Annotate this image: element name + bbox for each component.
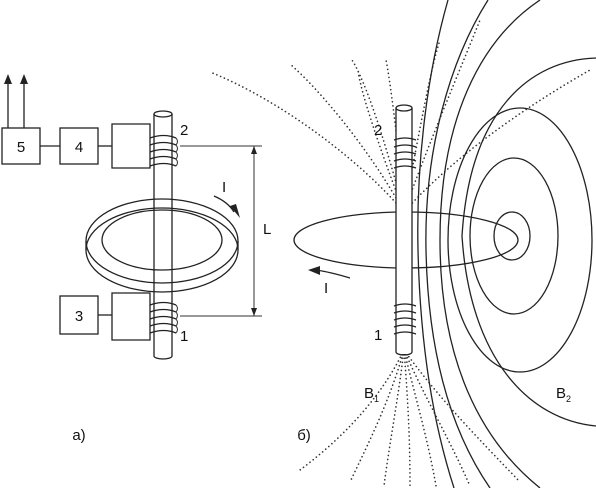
top-coil-housing (111, 123, 151, 169)
ring-conductor (85, 198, 239, 293)
panel-a: 5 4 3 (1, 74, 271, 444)
output-arrows (4, 74, 28, 128)
svg-text:B2: B2 (556, 385, 571, 404)
b2-label: B2 (556, 385, 571, 404)
length-label: L (263, 221, 271, 238)
bottom-coil-label-b: 1 (374, 327, 382, 344)
top-coil-winding (149, 134, 178, 167)
svg-text:B1: B1 (364, 385, 379, 404)
b2-letter: B (556, 385, 566, 402)
block-5-label: 5 (17, 139, 25, 156)
bottom-coil-winding-b (393, 303, 417, 335)
block-4: 4 (59, 127, 99, 165)
bottom-coil-winding (149, 301, 178, 334)
block-4-label: 4 (75, 139, 83, 156)
b1-subscript: 1 (374, 394, 379, 404)
field-lines-b2 (417, 0, 596, 488)
top-coil-winding-b (393, 137, 417, 169)
b2-subscript: 2 (566, 394, 571, 404)
central-rod (153, 110, 173, 360)
bottom-coil-label: 1 (180, 328, 188, 345)
current-arrow-a: I (213, 179, 240, 218)
block-3: 3 (59, 295, 99, 335)
block-5: 5 (1, 127, 41, 165)
caption-a: а) (72, 427, 85, 444)
bottom-coil-housing (111, 292, 151, 341)
length-dimension: L (180, 145, 271, 317)
current-label-b: I (324, 280, 328, 297)
current-arrow-b: I (308, 266, 351, 297)
current-label-a: I (222, 179, 226, 196)
block-3-label: 3 (75, 308, 83, 325)
b1-letter: B (364, 385, 374, 402)
caption-b: б) (297, 427, 311, 444)
top-coil-label-b: 2 (374, 122, 382, 139)
b1-label: B1 (364, 385, 379, 404)
top-coil-label: 2 (180, 122, 188, 139)
panel-b: 2 1 I B1 B2 б) (209, 0, 596, 488)
